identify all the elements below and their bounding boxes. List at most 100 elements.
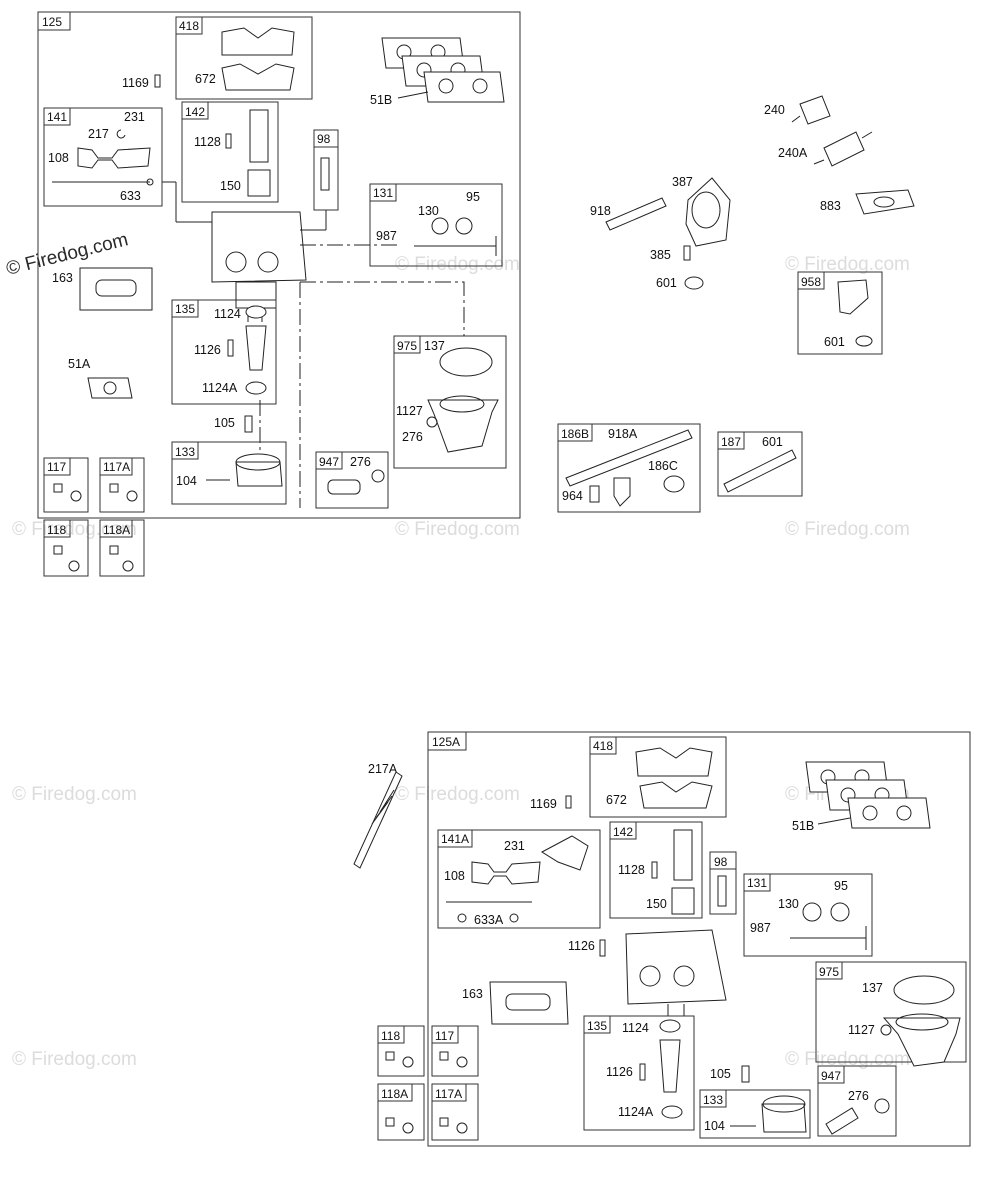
part-150: 150 bbox=[646, 897, 667, 911]
gasket-part bbox=[221, 27, 295, 56]
watermark: © Firedog.com bbox=[785, 254, 910, 275]
part-601: 601 bbox=[656, 276, 677, 290]
kit-975-box bbox=[815, 961, 967, 1063]
watermarks: © Firedog.com © Firedog.com © Firedog.co… bbox=[4, 229, 910, 1070]
part-276: 276 bbox=[848, 1089, 869, 1103]
part-387: 387 bbox=[672, 175, 693, 189]
part-186c: 186C bbox=[648, 459, 678, 473]
part-883: 883 bbox=[820, 199, 841, 213]
part-1124: 1124 bbox=[214, 307, 241, 321]
part-51a: 51A bbox=[68, 357, 91, 371]
part-105: 105 bbox=[214, 416, 235, 430]
part-672: 672 bbox=[195, 72, 216, 86]
kit-118-label: 118 bbox=[381, 1029, 400, 1043]
kit-186b-box bbox=[557, 423, 701, 513]
part-918a: 918A bbox=[608, 427, 638, 441]
kit-98-label: 98 bbox=[317, 132, 331, 146]
part-633: 633 bbox=[120, 189, 141, 203]
watermark: © Firedog.com bbox=[785, 1049, 910, 1070]
part-51b: 51B bbox=[792, 819, 814, 833]
kit-118-label: 118 bbox=[47, 523, 66, 537]
part-1128: 1128 bbox=[194, 135, 221, 149]
kit-142-box bbox=[181, 101, 279, 203]
kit-133-label: 133 bbox=[703, 1093, 723, 1107]
part-231: 231 bbox=[504, 839, 525, 853]
kit-131-label: 131 bbox=[747, 876, 767, 890]
label-box bbox=[37, 11, 71, 31]
kit-117a-label: 117A bbox=[103, 460, 130, 474]
kit-975-label: 975 bbox=[397, 339, 417, 353]
watermark: © Firedog.com bbox=[395, 254, 520, 275]
part-108: 108 bbox=[48, 151, 69, 165]
watermark: © Firedog.com bbox=[12, 784, 137, 805]
part-1127: 1127 bbox=[848, 1023, 875, 1037]
kit-142-box bbox=[609, 821, 703, 919]
kit-418-box bbox=[175, 16, 313, 100]
part-672: 672 bbox=[606, 793, 627, 807]
kit-947-label: 947 bbox=[319, 455, 339, 469]
kit-117-label: 117 bbox=[435, 1029, 454, 1043]
kit-117-label: 117 bbox=[47, 460, 66, 474]
part-108: 108 bbox=[444, 869, 465, 883]
kit-418-label: 418 bbox=[593, 739, 613, 753]
part-1124a: 1124A bbox=[202, 381, 238, 395]
kit-187-label: 187 bbox=[721, 435, 741, 449]
part-1126: 1126 bbox=[568, 939, 595, 953]
kit-142-label: 142 bbox=[185, 105, 205, 119]
part-987: 987 bbox=[750, 921, 771, 935]
part-95: 95 bbox=[466, 190, 480, 204]
part-240: 240 bbox=[764, 103, 785, 117]
part-1126: 1126 bbox=[606, 1065, 633, 1079]
kit-141a-label: 141A bbox=[441, 832, 469, 846]
kit-141-box bbox=[43, 107, 163, 207]
kit-131-box bbox=[743, 873, 873, 957]
part-104: 104 bbox=[176, 474, 197, 488]
kit-135-label: 135 bbox=[175, 302, 195, 316]
carburetor-body bbox=[625, 929, 727, 1016]
part-231: 231 bbox=[124, 110, 145, 124]
part-1169: 1169 bbox=[122, 76, 149, 90]
part-130: 130 bbox=[418, 204, 439, 218]
watermark: © Firedog.com bbox=[12, 519, 137, 540]
kit-958-label: 958 bbox=[801, 275, 821, 289]
kit-118a-label: 118A bbox=[103, 523, 130, 537]
kit-135-box bbox=[583, 1015, 695, 1131]
part-385: 385 bbox=[650, 248, 671, 262]
part-601: 601 bbox=[762, 435, 783, 449]
part-130: 130 bbox=[778, 897, 799, 911]
gasket-part bbox=[221, 63, 295, 91]
kit-975-label: 975 bbox=[819, 965, 839, 979]
part-987: 987 bbox=[376, 229, 397, 243]
kit-131-box bbox=[369, 183, 503, 267]
part-1169: 1169 bbox=[530, 797, 557, 811]
kit-135-label: 135 bbox=[587, 1019, 607, 1033]
part-137: 137 bbox=[862, 981, 883, 995]
part-104: 104 bbox=[704, 1119, 725, 1133]
watermark: © Firedog.com bbox=[395, 784, 520, 805]
watermark: © Firedog.com bbox=[395, 519, 520, 540]
part-918: 918 bbox=[590, 204, 611, 218]
bottom-assembly: 217A 125A 418 672 1169 51B 141A 231 bbox=[353, 731, 971, 1147]
kit-141a-box bbox=[437, 829, 601, 929]
part-1124: 1124 bbox=[622, 1021, 649, 1035]
part-137: 137 bbox=[424, 339, 445, 353]
kit-186b-label: 186B bbox=[561, 427, 589, 441]
part-150: 150 bbox=[220, 179, 241, 193]
part-217: 217 bbox=[88, 127, 109, 141]
kit-418-box bbox=[589, 736, 727, 818]
part-276: 276 bbox=[350, 455, 371, 469]
kit-118a-label: 118A bbox=[381, 1087, 408, 1101]
kit-958-box bbox=[797, 271, 883, 355]
gaskets-51b bbox=[381, 37, 505, 103]
kit-142-label: 142 bbox=[613, 825, 633, 839]
part-105: 105 bbox=[710, 1067, 731, 1081]
kit-98-label: 98 bbox=[714, 855, 728, 869]
kit-947-box bbox=[315, 451, 389, 509]
part-1128: 1128 bbox=[618, 863, 645, 877]
kit-947-box bbox=[817, 1065, 897, 1137]
carburetor-body bbox=[211, 211, 307, 322]
part-163: 163 bbox=[52, 271, 73, 285]
part-217a: 217A bbox=[368, 762, 398, 776]
assembly-number: 125 bbox=[42, 15, 62, 29]
